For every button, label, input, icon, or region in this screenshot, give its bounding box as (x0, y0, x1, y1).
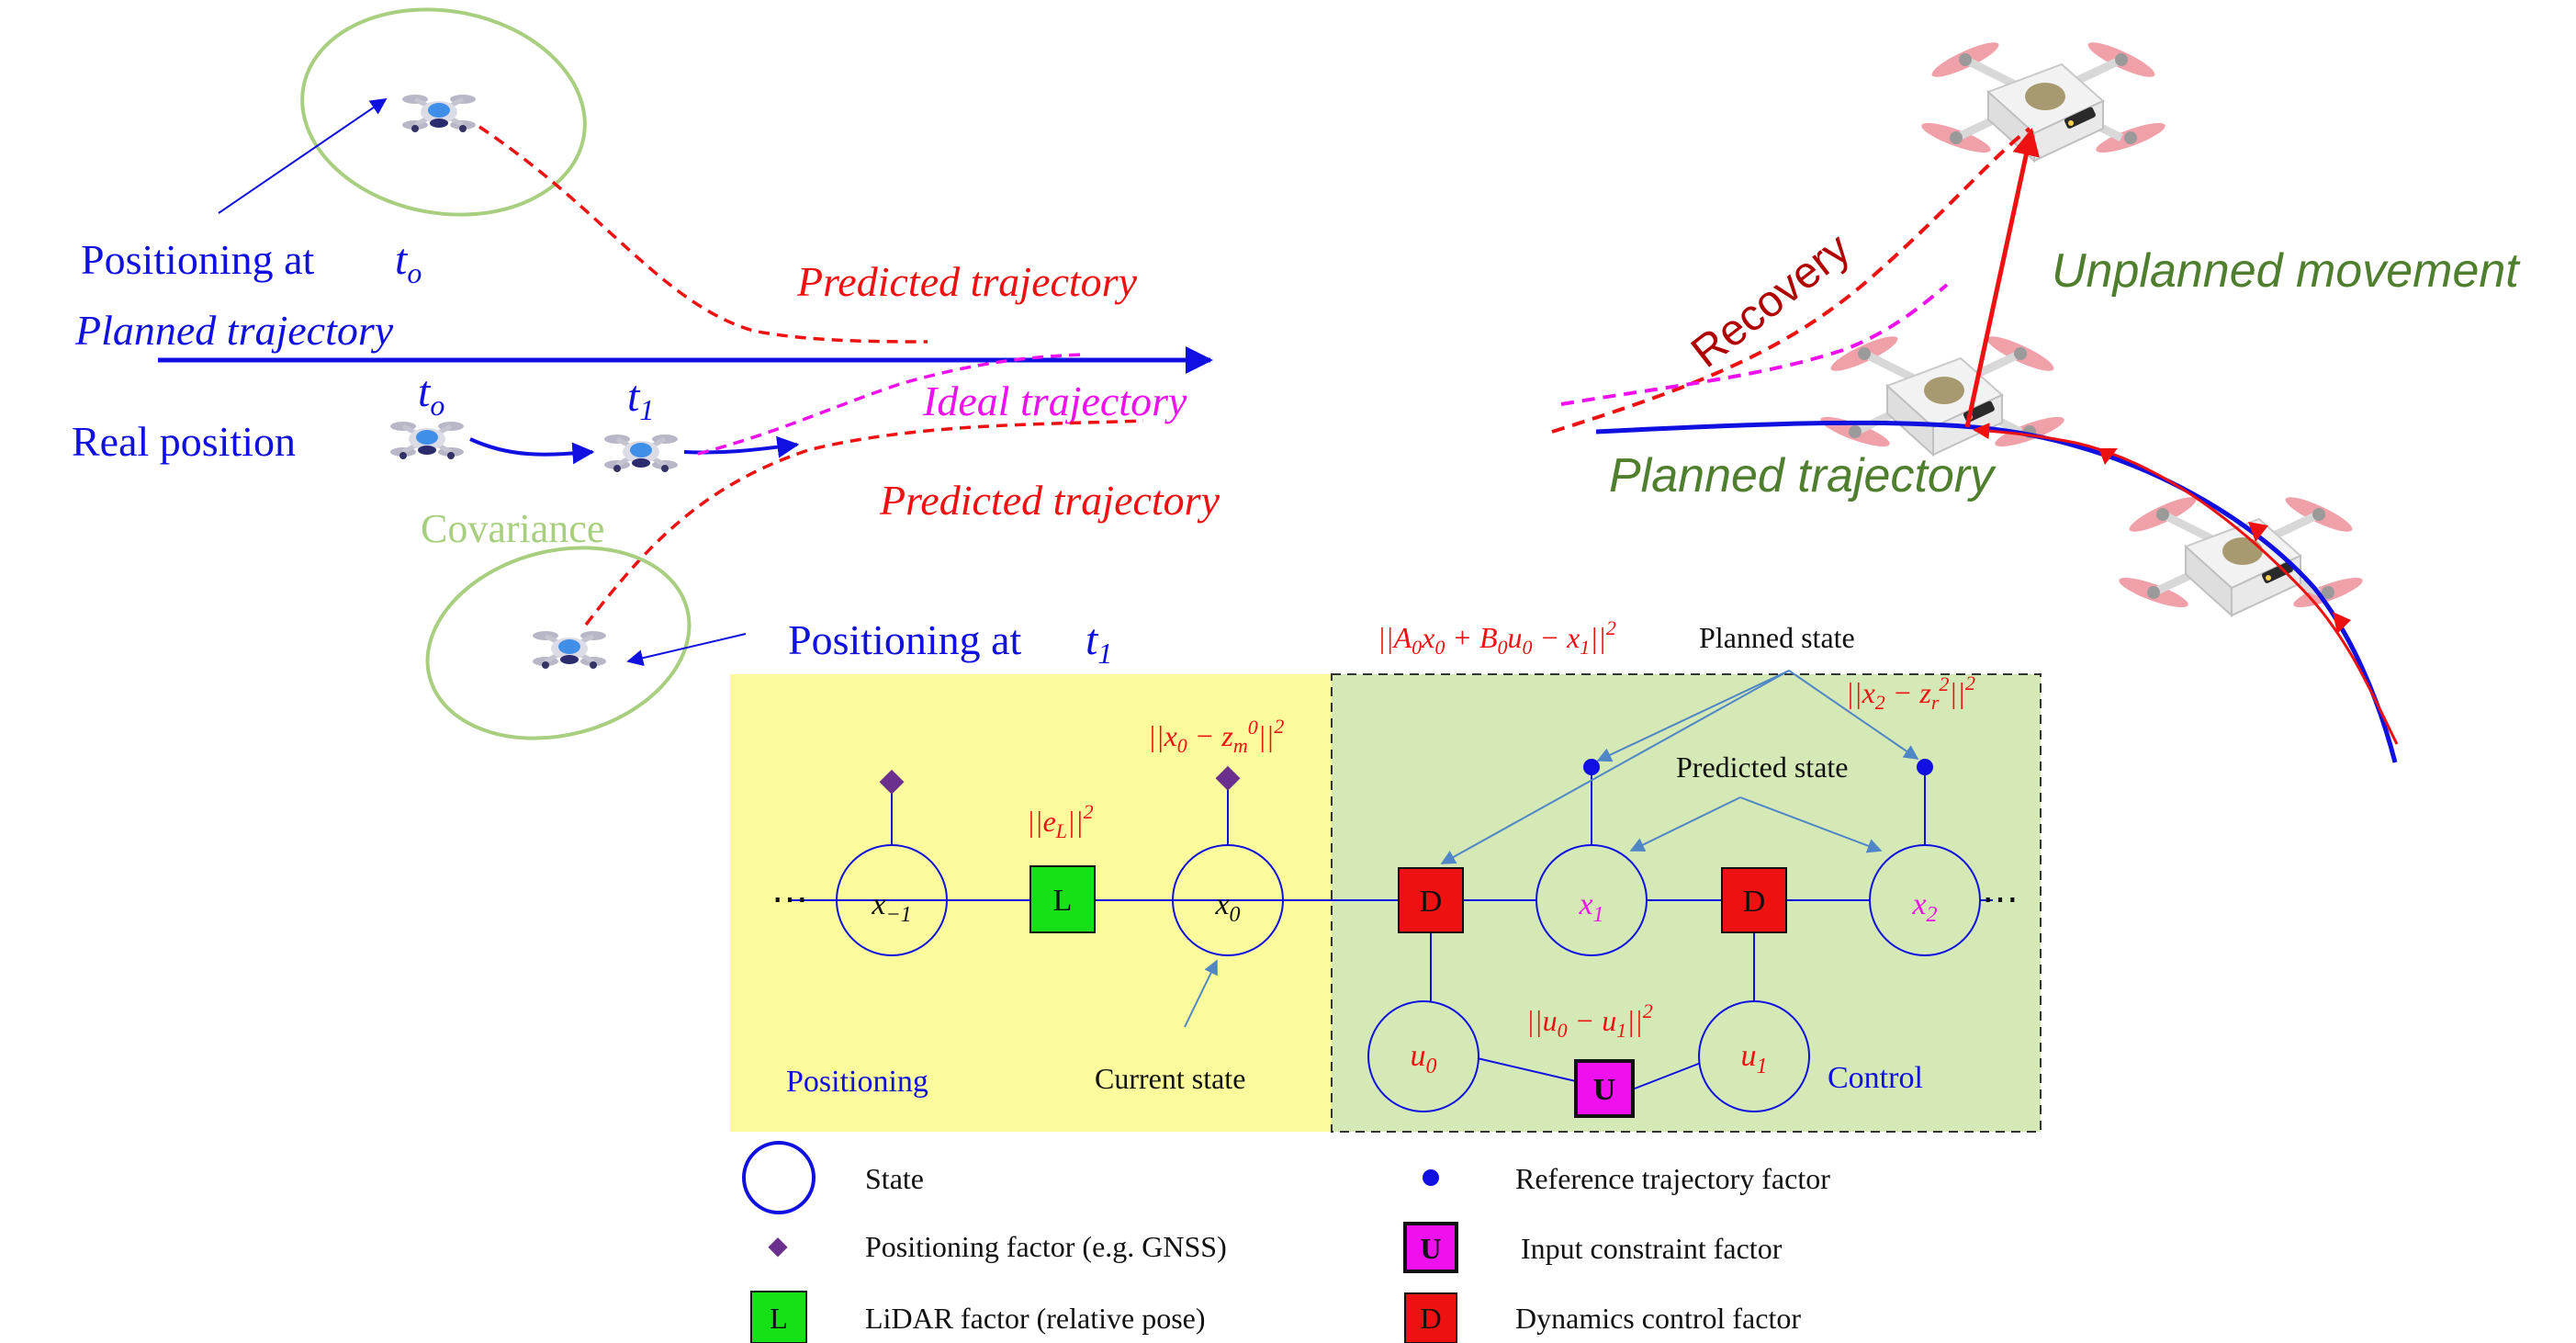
predicted-trajectory-bottom-line (584, 419, 1144, 626)
label-x0: x0 (1214, 887, 1240, 927)
label-t0-real: to (418, 367, 444, 422)
legend-positioning-label: Positioning factor (e.g. GNSS) (865, 1230, 1227, 1263)
label-planned-trajectory-right: Planned trajectory (1609, 449, 1997, 502)
label-predicted-state: Predicted state (1676, 750, 1848, 784)
arrow-positioning-t0 (218, 97, 388, 214)
legend: State Positioning factor (e.g. GNSS) L L… (742, 1141, 1830, 1343)
input-node-u0 (1367, 1000, 1479, 1112)
arrow-current-to-x0 (1184, 959, 1218, 1028)
trajectory-arrowhead-1 (2248, 522, 2268, 542)
label-positioning-t0: Positioning at (81, 236, 315, 283)
formula-gnss-residual: ||x0 − zm0||2 (1148, 715, 1284, 757)
unplanned-movement-arrow (1964, 128, 2040, 428)
legend-positioning-icon (768, 1237, 788, 1258)
label-planned-trajectory-left: Planned trajectory (74, 307, 394, 354)
lidar-factor-letter: L (1053, 884, 1073, 918)
arrow-planned-to-ref2 (1788, 670, 1919, 760)
label-ideal-trajectory: Ideal trajectory (922, 378, 1187, 424)
legend-lidar-letter: L (770, 1302, 788, 1335)
legend-reference-icon (1423, 1169, 1439, 1186)
arrow-positioning-t1 (626, 633, 747, 667)
real-trajectory-right-line (1973, 423, 2399, 745)
legend-reference-label: Reference trajectory factor (1515, 1162, 1830, 1195)
label-real-position: Real position (72, 418, 296, 465)
input-constraint-factor (1574, 1059, 1635, 1118)
drone-icon-t0 (390, 422, 464, 459)
arrow-predicted-to-x1 (1629, 796, 1741, 852)
trajectory-arrowhead-3 (2333, 612, 2351, 634)
drone-icon-recovered (1918, 37, 2167, 161)
label-unplanned-movement: Unplanned movement (2052, 244, 2521, 298)
legend-dynamics-icon (1404, 1292, 1457, 1343)
formula-reference-residual: ||x2 − zr2||2 (1846, 672, 1975, 714)
real-motion-arrow-1 (469, 437, 595, 465)
label-control-panel: Control (1828, 1061, 1923, 1095)
arrow-predicted-to-x2 (1739, 796, 1883, 853)
state-node-x0 (1172, 844, 1284, 956)
ellipsis-right: ⋯ (1982, 878, 2019, 920)
formula-dynamics-residual: ||A0x0 + B0u0 − x1||2 (1378, 616, 1616, 659)
state-node-x2 (1869, 844, 1981, 956)
recovery-trajectory-line (1551, 127, 2031, 434)
ideal-trajectory-right-line (1560, 283, 1949, 406)
legend-lidar-label: LiDAR factor (relative pose) (865, 1302, 1206, 1335)
drone-icon-top (402, 95, 476, 132)
legend-state-icon (742, 1141, 816, 1214)
label-t0-symbol: to (395, 235, 422, 289)
label-predicted-trajectory-bottom: Predicted trajectory (879, 477, 1221, 524)
drone-icon-bottom (533, 631, 606, 669)
legend-input-icon (1403, 1222, 1458, 1273)
drone-icon-approaching (2116, 491, 2365, 615)
legend-input-letter: U (1420, 1232, 1441, 1265)
factor-graph: x−1 x0 x1 x2 u0 u1 ⋯ ⋯ L D D U ||eL||2 |… (730, 616, 2042, 1133)
trajectory-arrowhead-2 (2098, 448, 2118, 465)
label-t1-real: t1 (627, 372, 654, 426)
reference-factor-2 (1917, 759, 1933, 775)
dynamics-factor-0 (1398, 867, 1464, 933)
label-t1-symbol: t1 (1086, 615, 1112, 670)
left-scene: Positioning at to Planned trajectory Pre… (72, 7, 1221, 740)
input-node-u1 (1698, 1000, 1810, 1112)
real-motion-arrow-2 (683, 435, 800, 458)
dynamics-factor-1-letter: D (1743, 885, 1766, 919)
drone-icon-t1 (604, 434, 678, 472)
label-positioning-panel: Positioning (786, 1065, 928, 1099)
legend-state-label: State (865, 1162, 924, 1195)
label-covariance: Covariance (421, 506, 604, 551)
label-x2: x2 (1911, 887, 1937, 927)
arrow-planned-to-ref1 (1596, 670, 1790, 762)
legend-dynamics-letter: D (1420, 1302, 1441, 1335)
label-predicted-trajectory-top: Predicted trajectory (796, 258, 1138, 305)
state-node-x-minus1 (836, 844, 948, 956)
label-x-minus1: x−1 (871, 887, 911, 927)
dynamics-factor-1 (1721, 867, 1787, 933)
legend-lidar-icon (750, 1291, 807, 1343)
lidar-factor (1029, 865, 1096, 933)
predicted-trajectory-top-line (478, 125, 928, 344)
label-x1: x1 (1578, 887, 1603, 927)
covariance-ellipse-top (300, 7, 587, 217)
state-node-x1 (1535, 844, 1648, 956)
input-constraint-letter: U (1593, 1073, 1616, 1107)
reference-factor-1 (1583, 759, 1600, 775)
planned-trajectory-right-line (1595, 420, 2398, 763)
arrow-planned-to-d (1440, 670, 1790, 864)
label-positioning-t1: Positioning at (788, 616, 1022, 663)
right-scene: Recovery Unplanned movement Planned traj… (1551, 37, 2521, 763)
ellipsis-left: ⋯ (771, 878, 808, 920)
legend-input-label: Input constraint factor (1521, 1232, 1783, 1265)
formula-input-residual: ||u0 − u1||2 (1526, 999, 1653, 1042)
dynamics-factor-0-letter: D (1420, 885, 1443, 919)
legend-dynamics-label: Dynamics control factor (1515, 1302, 1801, 1335)
label-planned-state: Planned state (1699, 621, 1855, 654)
label-current-state: Current state (1095, 1062, 1245, 1095)
covariance-ellipse-bottom (425, 546, 692, 740)
